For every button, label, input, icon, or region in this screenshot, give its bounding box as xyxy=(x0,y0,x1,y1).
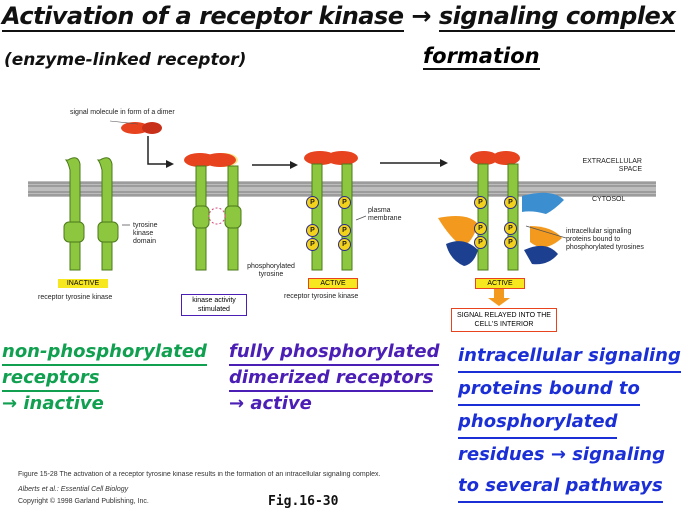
purple-note-line2: dimerized receptors xyxy=(229,366,434,392)
signal-molecule xyxy=(121,122,162,134)
figure-caption-line1: Figure 15-28 The activation of a recepto… xyxy=(18,471,381,478)
green-note: non-phosphorylated receptors → inactive xyxy=(2,340,207,416)
active-badge-2: ACTIVE xyxy=(475,278,525,289)
title-part1: Activation of a receptor kinase xyxy=(2,2,404,32)
tyrosine-kinase-label: tyrosine kinase domain xyxy=(133,222,158,245)
extracellular-label: EXTRACELLULAR SPACE xyxy=(582,158,642,173)
phospho-group: P xyxy=(474,196,487,209)
active-badge-1: ACTIVE xyxy=(308,278,358,289)
kinase-activity-box: kinase activity stimulated xyxy=(181,294,247,316)
phospho-group: P xyxy=(338,238,351,251)
phosphorylated-tyrosine-label: phosphorylated tyrosine xyxy=(247,263,295,278)
phospho-group: P xyxy=(474,222,487,235)
blue-protein xyxy=(522,192,564,214)
subtitle: (enzyme-linked receptor) xyxy=(4,50,247,70)
figure-caption-line2: Alberts et al.: Essential Cell Biology xyxy=(18,486,129,493)
plasma-membrane-label: plasma membrane xyxy=(368,207,402,222)
blue-note-line5: to several pathways xyxy=(458,470,663,503)
title-arrow: → xyxy=(411,2,432,30)
phospho-group: P xyxy=(338,196,351,209)
cytosol-label: CYTOSOL xyxy=(592,196,626,203)
signal-relayed-box: SIGNAL RELAYED INTO THE CELL'S INTERIOR xyxy=(451,308,557,332)
figure-number: Fig.16-30 xyxy=(268,494,339,509)
purple-note: fully phosphorylated dimerized receptors… xyxy=(229,340,440,416)
title-part2: signaling complex xyxy=(438,2,676,32)
green-note-line2: receptors xyxy=(2,366,100,392)
blue-note-line4: residues → signaling xyxy=(458,444,665,465)
page-title: Activation of a receptor kinase → signal… xyxy=(2,2,676,32)
phospho-group: P xyxy=(504,196,517,209)
green-note-line3: → inactive xyxy=(2,393,104,414)
purple-note-line3: → active xyxy=(229,393,312,414)
active-caption-1: receptor tyrosine kinase xyxy=(284,293,359,300)
inactive-caption: receptor tyrosine kinase xyxy=(38,294,113,301)
intracellular-proteins-label: intracellular signaling proteins bound t… xyxy=(566,228,644,251)
blue-note: intracellular signaling proteins bound t… xyxy=(458,340,681,503)
phospho-group: P xyxy=(504,222,517,235)
dimerized-receptor xyxy=(184,153,242,271)
purple-note-line1: fully phosphorylated xyxy=(229,340,440,366)
figure-caption-line3: Copyright © 1998 Garland Publishing, Inc… xyxy=(18,498,149,505)
inactive-badge: INACTIVE xyxy=(58,279,108,288)
orange-protein xyxy=(438,216,478,246)
inactive-receptor xyxy=(63,157,119,271)
blue-note-line3: phosphorylated xyxy=(458,406,618,439)
phospho-group: P xyxy=(306,196,319,209)
signaling-complex-receptor xyxy=(438,151,564,271)
phospho-group: P xyxy=(474,236,487,249)
phosphorylated-receptor xyxy=(304,151,358,271)
blue-note-line2: proteins bound to xyxy=(458,373,640,406)
blue-note-line1: intracellular signaling xyxy=(458,340,681,373)
title-part3: formation xyxy=(423,44,540,70)
green-note-line1: non-phosphorylated xyxy=(2,340,207,366)
navy-protein xyxy=(446,241,478,266)
phospho-group: P xyxy=(504,236,517,249)
phospho-group: P xyxy=(338,224,351,237)
phospho-group: P xyxy=(306,224,319,237)
phospho-group: P xyxy=(306,238,319,251)
signal-label: signal molecule in form of a dimer xyxy=(70,109,175,116)
